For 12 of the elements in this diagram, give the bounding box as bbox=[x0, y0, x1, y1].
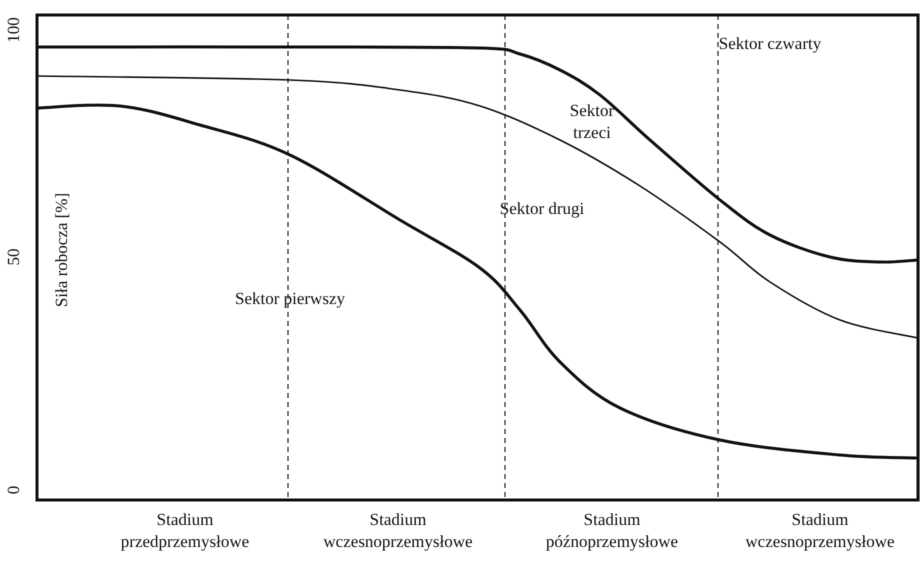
axis-tick-label: 100 bbox=[3, 16, 24, 45]
region-label: Sektor drugi bbox=[498, 198, 586, 220]
axis-tick-label: 0 bbox=[3, 484, 24, 496]
region-label: Sektor pierwszy bbox=[234, 288, 346, 310]
axis-tick-label: 50 bbox=[3, 248, 24, 268]
stage-label: Stadium późnoprzemysłowe bbox=[544, 509, 680, 553]
region-label: Sektor trzeci bbox=[568, 100, 616, 144]
stage-label: Stadium przedprzemysłowe bbox=[120, 509, 250, 553]
axis-title: Siła robocza [%] bbox=[51, 192, 72, 310]
region-label: Sektor czwarty bbox=[718, 33, 822, 55]
stage-label: Stadium wczesnoprzemysłowe bbox=[744, 509, 896, 553]
stage-label: Stadium wczesnoprzemysłowe bbox=[322, 509, 474, 553]
